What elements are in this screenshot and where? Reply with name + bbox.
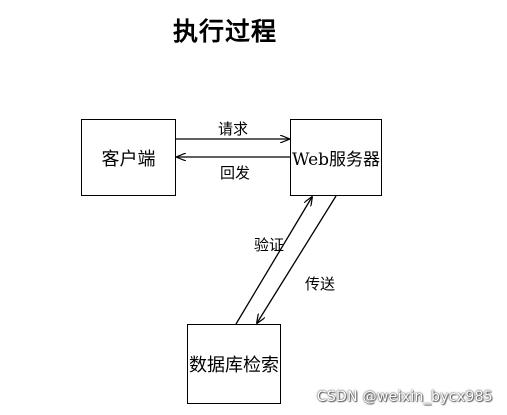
reply-label: 回发	[220, 164, 251, 182]
watermark-text: CSDN @weixin_bycx985	[316, 389, 493, 405]
send-arrow	[257, 195, 337, 323]
database-label: 数据库检索	[189, 355, 279, 376]
send-label: 传送	[305, 275, 336, 293]
client-node: 客户端	[81, 119, 176, 196]
client-label: 客户端	[101, 148, 156, 170]
diagram-title: 执行过程	[172, 17, 277, 46]
web-server-label: Web服务器	[291, 150, 381, 170]
verify-label: 验证	[254, 236, 285, 254]
web-server-node: Web服务器	[290, 119, 382, 196]
database-node: 数据库检索	[187, 324, 281, 404]
request-label: 请求	[218, 120, 249, 138]
verify-arrow	[235, 197, 312, 325]
